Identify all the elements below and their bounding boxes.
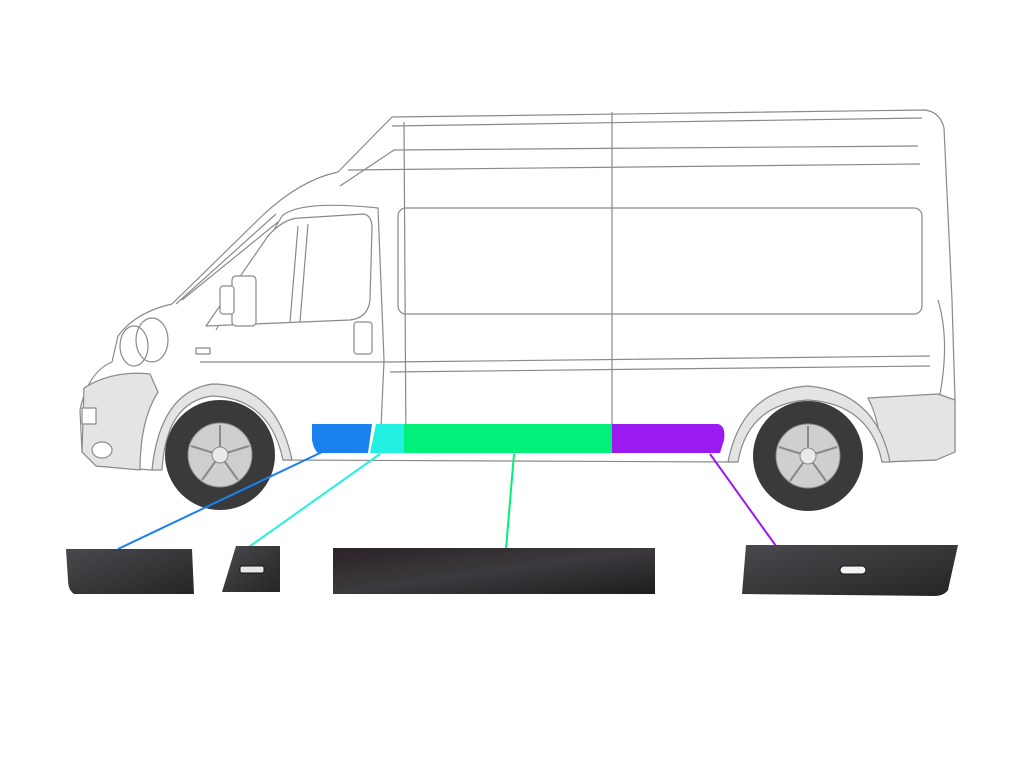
door-handle — [353, 321, 373, 355]
windshield-edge-2 — [181, 221, 279, 301]
leader-lines — [117, 451, 777, 550]
roof-line-2 — [347, 163, 921, 171]
belt-line-2 — [389, 365, 931, 373]
side-marker — [195, 347, 211, 355]
leader-middle — [505, 453, 515, 550]
leader-front — [117, 451, 323, 550]
belt-line — [200, 355, 931, 363]
roof-edge — [391, 117, 923, 127]
part-rear-moulding — [742, 545, 958, 596]
rear-arch-trim — [727, 385, 891, 463]
leader-rear — [709, 453, 777, 547]
van-illustration — [79, 109, 956, 471]
step-moulding-slot — [239, 565, 265, 574]
leader-step — [245, 453, 381, 550]
rear-edge — [937, 299, 946, 395]
front-arch-trim — [151, 383, 293, 471]
fog-light — [91, 441, 113, 459]
segment-middle — [404, 424, 612, 453]
headlight — [135, 317, 169, 363]
side-mirror — [231, 275, 257, 327]
front-vent — [81, 407, 97, 425]
mirror-mount — [219, 285, 235, 315]
b-pillar-line — [403, 121, 407, 453]
window-divider-2 — [299, 223, 309, 323]
segment-front — [312, 424, 372, 453]
rear-wheel — [753, 401, 863, 511]
part-step-moulding — [222, 546, 280, 592]
part-front-moulding — [66, 549, 194, 594]
cargo-window-outline — [397, 207, 923, 315]
windshield-edge — [175, 213, 277, 305]
front-wheel — [165, 400, 275, 510]
cab-door-outline — [215, 204, 385, 451]
headlight-inner — [119, 325, 149, 367]
roof-line — [339, 145, 919, 187]
rear-moulding-slot — [839, 565, 867, 575]
segment-step — [370, 424, 404, 453]
part-middle-moulding — [333, 548, 655, 594]
window-divider — [289, 225, 299, 323]
moulding-segments — [312, 424, 725, 453]
segment-rear — [612, 424, 725, 453]
